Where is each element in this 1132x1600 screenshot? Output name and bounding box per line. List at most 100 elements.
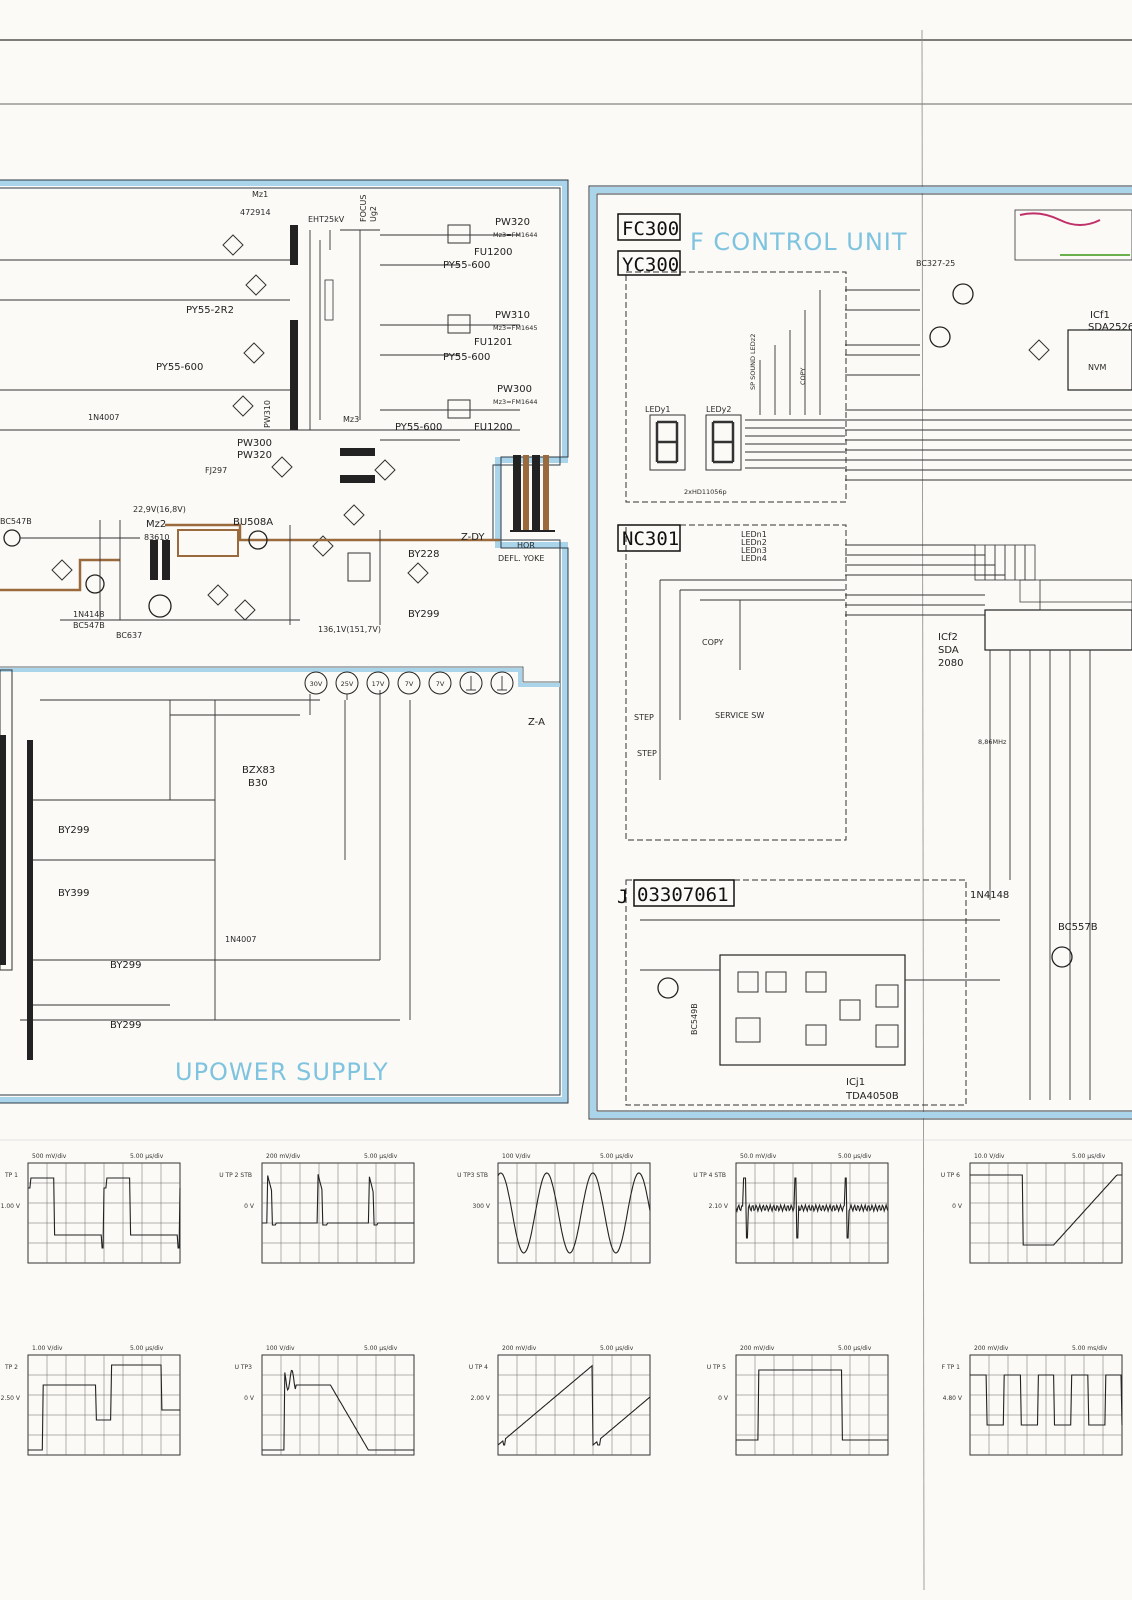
control-bus — [659, 289, 1132, 780]
fc300-subframe — [625, 271, 967, 1106]
scope-trace — [28, 1364, 180, 1451]
label-nvm: NVM — [1088, 363, 1106, 372]
block-ids: FC300 YC300 NC301 J 03307061 — [617, 213, 735, 908]
label-1n4007-a: 1N4007 — [88, 413, 119, 422]
label-focus: FOCUS — [359, 195, 368, 222]
scope-trace — [736, 1369, 888, 1441]
label-step-b: STEP — [637, 749, 657, 758]
scope-vdiv: 1.00 V/div — [32, 1345, 63, 1352]
scope-tdiv: 5.00 ms/div — [1072, 1345, 1108, 1352]
block-fc300: FC300 — [622, 218, 679, 240]
scope-ref: 0 V — [718, 1395, 729, 1402]
label-sda2526: SDA2526 — [1088, 322, 1132, 333]
label-pw310-vert: PW310 — [263, 400, 272, 428]
scope-tdiv: 5.00 µs/div — [364, 1153, 398, 1160]
scope-vdiv: 100 V/div — [502, 1153, 531, 1160]
label-bu508a: BU508A — [233, 517, 273, 528]
test-point-markers — [51, 234, 429, 621]
label-v136: 136,1V(151,7V) — [318, 625, 381, 634]
scope-label: U TP 5 — [707, 1364, 726, 1371]
scope-trace — [970, 1374, 1123, 1426]
scope-7: 100 V/div 5.00 µs/div 0 V U TP3 — [235, 1345, 415, 1456]
block-j-prefix: J — [617, 886, 628, 908]
scope-label: U TP 6 — [941, 1172, 960, 1179]
label-py55-600-c: PY55-600 — [395, 422, 442, 433]
label-bc549b: BC549B — [690, 1003, 699, 1035]
label-ledy1: LEDy1 — [645, 405, 671, 414]
block-nc301: NC301 — [622, 528, 679, 550]
power-transformer — [0, 669, 411, 1060]
label-fu1201: FU1201 — [474, 337, 513, 348]
scope-label: TP 1 — [4, 1172, 18, 1179]
scope-trace — [735, 1177, 889, 1239]
label-ledn2: LEDn2 — [741, 538, 767, 547]
label-ledn3: LEDn3 — [741, 546, 767, 555]
label-defl-yoke: DEFL. YOKE — [498, 554, 544, 563]
resistor-array — [974, 544, 1132, 611]
scope-tdiv: 5.00 µs/div — [1072, 1153, 1106, 1160]
label-fj297: FJ297 — [205, 466, 227, 475]
label-pw300-note: Mz3=FM1644 — [493, 398, 538, 406]
flyback-windings — [380, 224, 520, 441]
label-ug2: Ug2 — [369, 206, 378, 222]
scope-tdiv: 5.00 µs/div — [130, 1345, 164, 1352]
scope-trace — [262, 1174, 414, 1226]
block-j-module: 03307061 — [637, 884, 729, 906]
seven-segment-display — [649, 414, 742, 471]
label-tda4050b: TDA4050B — [845, 1091, 899, 1102]
label-step-a: STEP — [634, 713, 654, 722]
tda4050b-block — [640, 919, 1000, 1066]
label-by228: BY228 — [408, 549, 440, 560]
label-py55-2r2: PY55-2R2 — [186, 305, 234, 316]
scope-tdiv: 5.00 µs/div — [130, 1153, 164, 1160]
scope-vdiv: 100 V/div — [266, 1345, 295, 1352]
scope-trace — [262, 1369, 414, 1451]
scope-label: U TP3 STB — [457, 1172, 488, 1179]
scope-tdiv: 5.00 µs/div — [364, 1345, 398, 1352]
label-1n4148-c: 1N4148 — [970, 890, 1009, 901]
label-by399: BY399 — [58, 888, 90, 899]
scope-trace — [970, 1174, 1122, 1246]
scope-label: F TP 1 — [942, 1364, 961, 1371]
label-mz2: Mz2 — [146, 519, 166, 530]
label-led-copy: COPY — [799, 368, 807, 385]
label-service-sw: SERVICE SW — [715, 711, 764, 720]
label-by299-b: BY299 — [58, 825, 90, 836]
scope-tdiv: 5.00 µs/div — [838, 1153, 872, 1160]
scope-label: U TP3 — [235, 1364, 253, 1371]
label-bc637: BC637 — [116, 631, 142, 640]
scope-ref: 0 V — [244, 1395, 255, 1402]
scope-ref: 0 V — [244, 1203, 255, 1210]
label-pw320: PW320 — [495, 217, 530, 228]
label-mz3: Mz3 — [343, 415, 359, 424]
sda2080-ic — [984, 579, 1132, 1100]
tap-30v: 30V — [310, 680, 323, 688]
label-ledn1: LEDn1 — [741, 530, 767, 539]
label-fu1200: FU1200 — [474, 247, 513, 258]
scope-vdiv: 500 mV/div — [32, 1153, 67, 1160]
block-yc300: YC300 — [622, 254, 679, 276]
scope-tdiv: 5.00 µs/div — [838, 1345, 872, 1352]
label-pw300: PW300 — [497, 384, 532, 395]
label-xtal: 8,86MHz — [978, 738, 1007, 746]
voltage-taps — [304, 671, 514, 715]
label-pw300-b: PW300 — [237, 438, 272, 449]
scope-ref: 2.50 V — [1, 1395, 21, 1402]
label-py55-600-d: PY55-600 — [156, 362, 203, 373]
label-1n4148: 1N4148 — [73, 610, 104, 619]
power-supply-frame — [0, 179, 569, 1104]
tap-25v: 25V — [341, 680, 354, 688]
label-bzx83: BZX83 — [242, 765, 275, 776]
power-supply-title: UPOWER SUPPLY — [175, 1058, 389, 1086]
scope-label: TP 2 — [4, 1364, 18, 1371]
label-bc327: BC327-25 — [916, 259, 955, 268]
label-display: 2xHD11056p — [684, 488, 727, 496]
scope-ref: 300 V — [473, 1203, 491, 1210]
scope-vdiv: 10.0 V/div — [974, 1153, 1005, 1160]
